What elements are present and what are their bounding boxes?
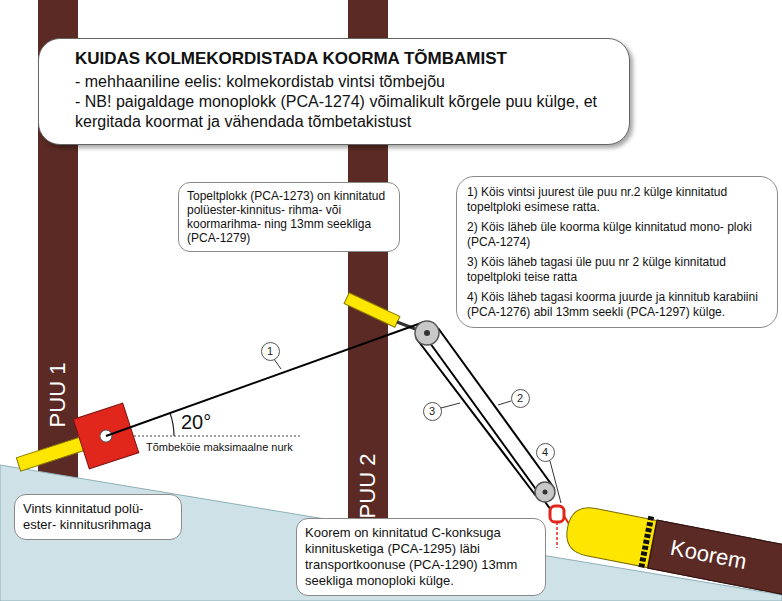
callout-number-text: 1 [267, 345, 273, 357]
chain [564, 516, 569, 524]
callout-number: 2 [511, 389, 530, 408]
chain [556, 522, 558, 548]
tree-label: PUU 1 [46, 363, 70, 428]
angle-arc [170, 413, 174, 436]
step-text: 3) Köis läheb tagasi üle puu nr 2 külge … [467, 255, 767, 284]
title-text: KUIDAS KOLMEKORDISTADA KOORMA TÕMBAMIST [75, 49, 613, 69]
tree-trunk: PUU 2 [348, 0, 388, 528]
steps-box: 1) Köis vintsi juurest üle puu nr.2 külg… [456, 176, 778, 328]
title-text: - NB! paigaldage monoplokk (PCA-1274) võ… [75, 92, 613, 132]
double-block [415, 321, 439, 345]
load-body: Koorem [647, 519, 782, 601]
block-axle [424, 330, 430, 336]
callout-number: 4 [536, 443, 555, 462]
winch [10, 403, 138, 489]
rope [438, 328, 554, 488]
step-text: 1) Köis vintsi juurest üle puu nr.2 külg… [467, 185, 767, 214]
leader-line [441, 403, 460, 408]
callout-number-text: 3 [429, 405, 435, 417]
callout-text: Topeltplokk (PCA-1273) on kinnitatud pol… [187, 189, 391, 245]
callout-number: 1 [261, 342, 280, 361]
leader-line [550, 461, 561, 503]
single-block [535, 482, 555, 502]
callout-box: Topeltplokk (PCA-1273) on kinnitatud pol… [178, 182, 400, 252]
callout-number-text: 4 [542, 446, 548, 458]
note-label: Tõmbeköie maksimaalne nurk [146, 441, 293, 453]
callout-box: Vints kinnitatud polü- ester- kinnitusri… [14, 494, 182, 540]
tree-label: PUU 2 [356, 454, 380, 519]
block-axle [543, 490, 548, 495]
load-label: Koorem [666, 524, 782, 601]
angle-label: 20° [181, 411, 211, 434]
step-text: 2) Köis läheb üle koorma külge kinnitatu… [467, 220, 767, 249]
horizontal-reference [106, 436, 300, 437]
callout-number: 3 [423, 402, 442, 421]
rope [106, 322, 424, 436]
callout-text: Vints kinnitatud polü- ester- kinnitusri… [23, 501, 173, 533]
callout-number-text: 2 [517, 392, 523, 404]
rope [416, 338, 536, 496]
step-text: 4) Köis läheb tagasi koorma juurde ja ki… [467, 290, 767, 319]
block-strap [344, 293, 400, 328]
rope [430, 343, 551, 510]
leader-line [498, 401, 511, 405]
carabiner [550, 506, 564, 522]
callout-text: Koorem on kinnitatud C-konksuga kinnitus… [305, 525, 537, 589]
tree-strap [344, 293, 400, 328]
title-text: - mehhaaniline eelis: kolmekordistab vin… [75, 72, 613, 92]
title-box: KUIDAS KOLMEKORDISTADA KOORMA TÕMBAMIST -… [38, 38, 630, 145]
load-cone [562, 501, 657, 570]
tree-trunk: PUU 1 [38, 0, 78, 478]
leader-line [274, 359, 281, 369]
callout-box: Koorem on kinnitatud C-konksuga kinnitus… [296, 518, 546, 596]
